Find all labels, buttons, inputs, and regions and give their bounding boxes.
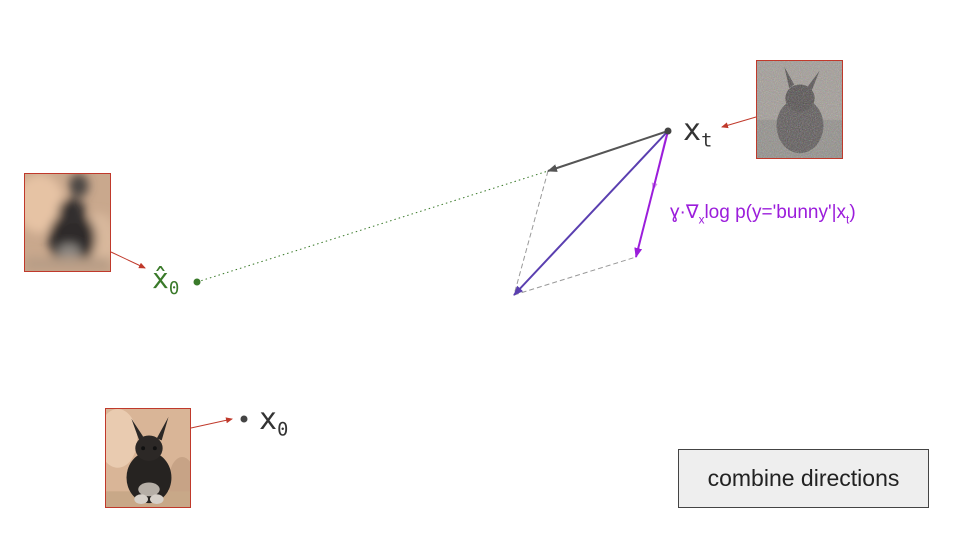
gradient-label-close: ) bbox=[849, 202, 856, 223]
xt-label-sub: t bbox=[701, 130, 713, 152]
x0-label-main: x bbox=[259, 402, 278, 437]
dotted-direction-line bbox=[196, 170, 549, 283]
x0-point bbox=[240, 415, 248, 423]
xt-label: xt bbox=[683, 113, 712, 152]
x0hat-label-sub: 0 bbox=[168, 279, 180, 300]
x0hat-label: x̂0 bbox=[152, 262, 179, 299]
gradient-label-body: log p(y='bunny'|x bbox=[704, 202, 847, 223]
xt-label-main: x bbox=[683, 113, 702, 148]
noisy-image-connector bbox=[721, 116, 757, 129]
dashed-edge-bottom bbox=[513, 256, 637, 296]
blurry-image-connector bbox=[110, 251, 146, 269]
x0-label: x0 bbox=[259, 402, 288, 441]
x0hat-label-main: x̂ bbox=[152, 262, 169, 295]
combined-direction-arrow bbox=[513, 130, 669, 296]
combine-directions-button[interactable]: combine directions bbox=[678, 449, 929, 508]
clean-image-connector bbox=[190, 417, 233, 429]
blurry-bunny-image bbox=[24, 173, 111, 272]
xt-point bbox=[664, 127, 672, 135]
scaled-gradient-arrow bbox=[634, 130, 669, 258]
gradient-label: ɣ·∇xlog p(y='bunny'|xt) bbox=[670, 201, 856, 226]
x0hat-point bbox=[193, 278, 201, 286]
dashed-edge-left bbox=[513, 170, 549, 296]
clean-bunny-image bbox=[105, 408, 191, 508]
combine-directions-label: combine directions bbox=[707, 465, 900, 491]
gradient-label-sub-t: t bbox=[846, 213, 850, 227]
gradient-label-prefix: ɣ·∇ bbox=[670, 202, 699, 223]
noisy-bunny-image bbox=[756, 60, 843, 159]
gradient-label-sub-x: x bbox=[698, 213, 705, 227]
denoise-direction-arrow bbox=[547, 130, 669, 172]
x0-label-sub: 0 bbox=[277, 419, 289, 441]
